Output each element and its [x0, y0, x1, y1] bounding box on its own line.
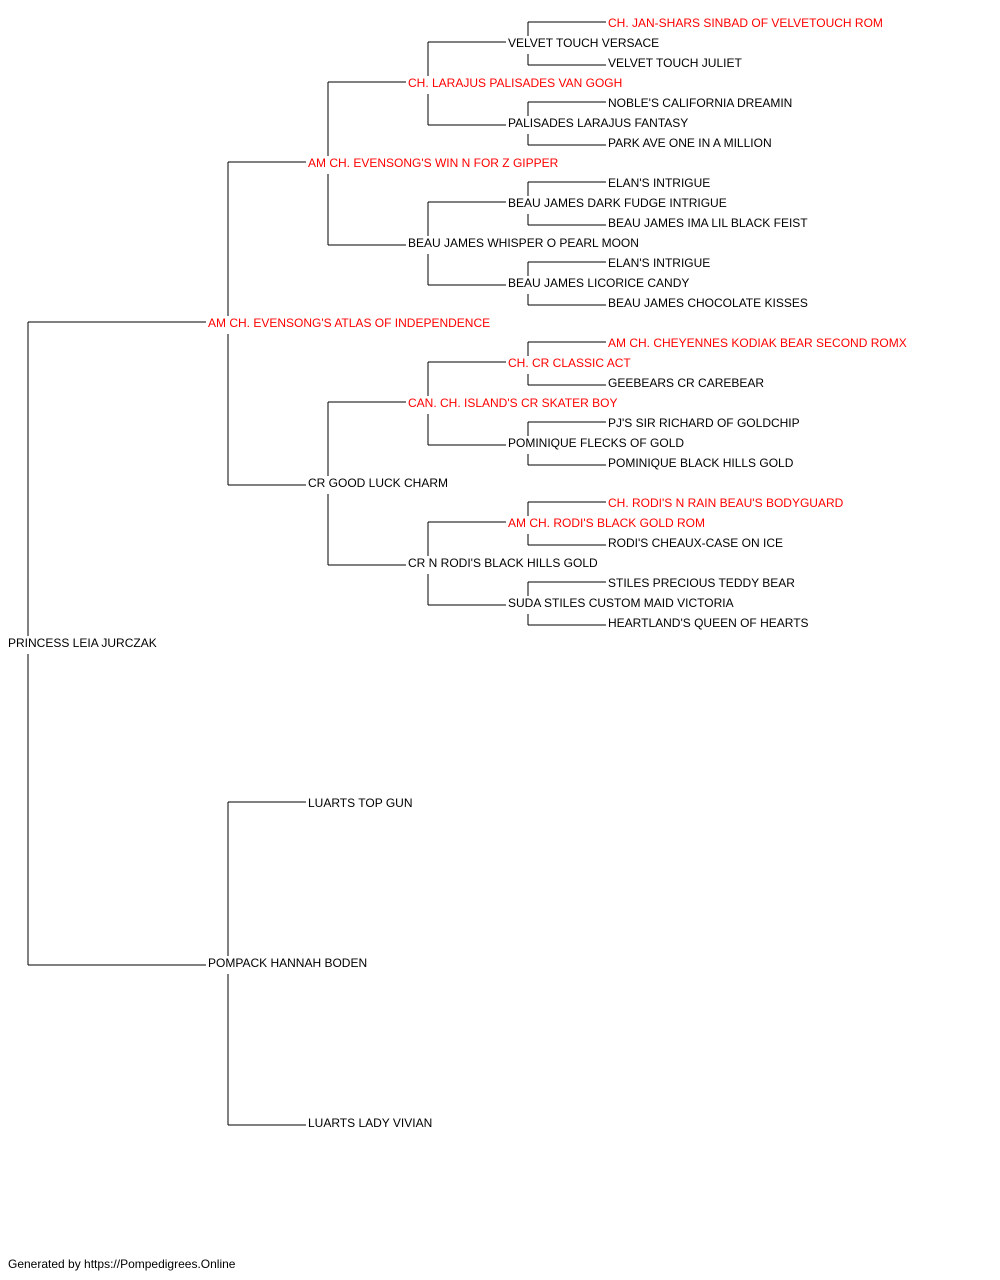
pedigree-node-gen5-elan-s-intrigue: ELAN'S INTRIGUE [608, 176, 713, 190]
pedigree-node-gen5-rodi-s-cheaux-case-on-ice: RODI'S CHEAUX-CASE ON ICE [608, 536, 785, 550]
pedigree-node-gen4-beau-james-dark-fudge-intrigue: BEAU JAMES DARK FUDGE INTRIGUE [508, 196, 729, 210]
pedigree-node-gen5-beau-james-chocolate-kisses: BEAU JAMES CHOCOLATE KISSES [608, 296, 810, 310]
pedigree-node-gen5-velvet-touch-juliet: VELVET TOUCH JULIET [608, 56, 744, 70]
pedigree-node-gen3-ch-larajus-palisades-van-gogh: CH. LARAJUS PALISADES VAN GOGH [408, 76, 625, 90]
pedigree-node-gen5-noble-s-california-dreamin: NOBLE'S CALIFORNIA DREAMIN [608, 96, 795, 110]
pedigree-node-gen3-can-ch-island-s-cr-skater-boy: CAN. CH. ISLAND'S CR SKATER BOY [408, 396, 620, 410]
pedigree-node-gen1-am-ch-evensong-s-atlas-of-independence: AM CH. EVENSONG'S ATLAS OF INDEPENDENCE [208, 316, 493, 330]
pedigree-node-gen5-park-ave-one-in-a-million: PARK AVE ONE IN A MILLION [608, 136, 774, 150]
pedigree-node-gen5-geebears-cr-carebear: GEEBEARS CR CAREBEAR [608, 376, 767, 390]
pedigree-node-gen4-beau-james-licorice-candy: BEAU JAMES LICORICE CANDY [508, 276, 692, 290]
pedigree-node-gen1-pompack-hannah-boden: POMPACK HANNAH BODEN [208, 956, 370, 970]
pedigree-node-gen4-ch-cr-classic-act: CH. CR CLASSIC ACT [508, 356, 633, 370]
pedigree-node-gen5-elan-s-intrigue: ELAN'S INTRIGUE [608, 256, 713, 270]
generated-by-footer: Generated by https://Pompedigrees.Online [8, 1257, 236, 1271]
pedigree-node-gen4-velvet-touch-versace: VELVET TOUCH VERSACE [508, 36, 662, 50]
pedigree-node-gen2-luarts-top-gun: LUARTS TOP GUN [308, 796, 415, 810]
pedigree-node-gen3-cr-n-rodi-s-black-hills-gold: CR N RODI'S BLACK HILLS GOLD [408, 556, 600, 570]
pedigree-node-gen5-ch-rodi-s-n-rain-beau-s-bodyguard: CH. RODI'S N RAIN BEAU'S BODYGUARD [608, 496, 846, 510]
pedigree-node-gen2-cr-good-luck-charm: CR GOOD LUCK CHARM [308, 476, 451, 490]
pedigree-node-gen5-beau-james-ima-lil-black-feist: BEAU JAMES IMA LIL BLACK FEIST [608, 216, 810, 230]
pedigree-node-gen5-heartland-s-queen-of-hearts: HEARTLAND'S QUEEN OF HEARTS [608, 616, 811, 630]
pedigree-node-gen4-palisades-larajus-fantasy: PALISADES LARAJUS FANTASY [508, 116, 691, 130]
pedigree-node-gen5-pominique-black-hills-gold: POMINIQUE BLACK HILLS GOLD [608, 456, 796, 470]
pedigree-node-gen5-pj-s-sir-richard-of-goldchip: PJ'S SIR RICHARD OF GOLDCHIP [608, 416, 802, 430]
pedigree-node-gen4-am-ch-rodi-s-black-gold-rom: AM CH. RODI'S BLACK GOLD ROM [508, 516, 707, 530]
pedigree-node-gen5-stiles-precious-teddy-bear: STILES PRECIOUS TEDDY BEAR [608, 576, 797, 590]
pedigree-node-gen2-am-ch-evensong-s-win-n-for-z-gipper: AM CH. EVENSONG'S WIN N FOR Z GIPPER [308, 156, 561, 170]
pedigree-node-gen0-princess-leia-jurczak: PRINCESS LEIA JURCZAK [8, 636, 159, 650]
pedigree-node-gen5-am-ch-cheyennes-kodiak-bear-second-romx: AM CH. CHEYENNES KODIAK BEAR SECOND ROMX [608, 336, 909, 350]
pedigree-node-gen4-suda-stiles-custom-maid-victoria: SUDA STILES CUSTOM MAID VICTORIA [508, 596, 736, 610]
pedigree-node-gen5-ch-jan-shars-sinbad-of-velvetouch-rom: CH. JAN-SHARS SINBAD OF VELVETOUCH ROM [608, 16, 885, 30]
pedigree-node-gen3-beau-james-whisper-o-pearl-moon: BEAU JAMES WHISPER O PEARL MOON [408, 236, 641, 250]
pedigree-node-gen2-luarts-lady-vivian: LUARTS LADY VIVIAN [308, 1116, 435, 1130]
pedigree-node-gen4-pominique-flecks-of-gold: POMINIQUE FLECKS OF GOLD [508, 436, 687, 450]
